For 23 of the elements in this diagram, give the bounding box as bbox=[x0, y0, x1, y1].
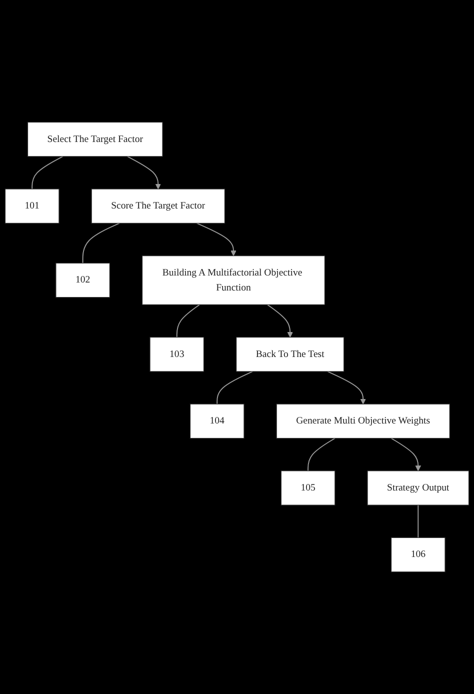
node-box: 101 bbox=[4, 188, 60, 224]
arrow bbox=[266, 304, 293, 338]
connector bbox=[176, 304, 200, 338]
arrow bbox=[196, 222, 236, 256]
arrow bbox=[126, 156, 161, 190]
node-box: 103 bbox=[150, 336, 204, 372]
connector bbox=[82, 222, 120, 264]
node-box: Back To The Test bbox=[236, 336, 344, 372]
connector bbox=[418, 504, 419, 538]
node-box: Building A Multifactorial Objective Function bbox=[142, 255, 326, 305]
node-box: 106 bbox=[390, 537, 446, 572]
connector bbox=[32, 156, 64, 190]
node-box: Strategy Output bbox=[367, 470, 470, 506]
connector bbox=[216, 370, 254, 404]
connector bbox=[308, 438, 336, 472]
node-box: Generate Multi Objective Weights bbox=[276, 404, 450, 439]
node-box: 102 bbox=[56, 262, 110, 298]
node-box: Score The Target Factor bbox=[91, 188, 226, 224]
node-box: 105 bbox=[280, 470, 336, 506]
arrow bbox=[390, 438, 422, 472]
arrow bbox=[327, 370, 366, 404]
node-box: Select The Target Factor bbox=[27, 122, 163, 157]
node-box: 104 bbox=[190, 404, 244, 439]
